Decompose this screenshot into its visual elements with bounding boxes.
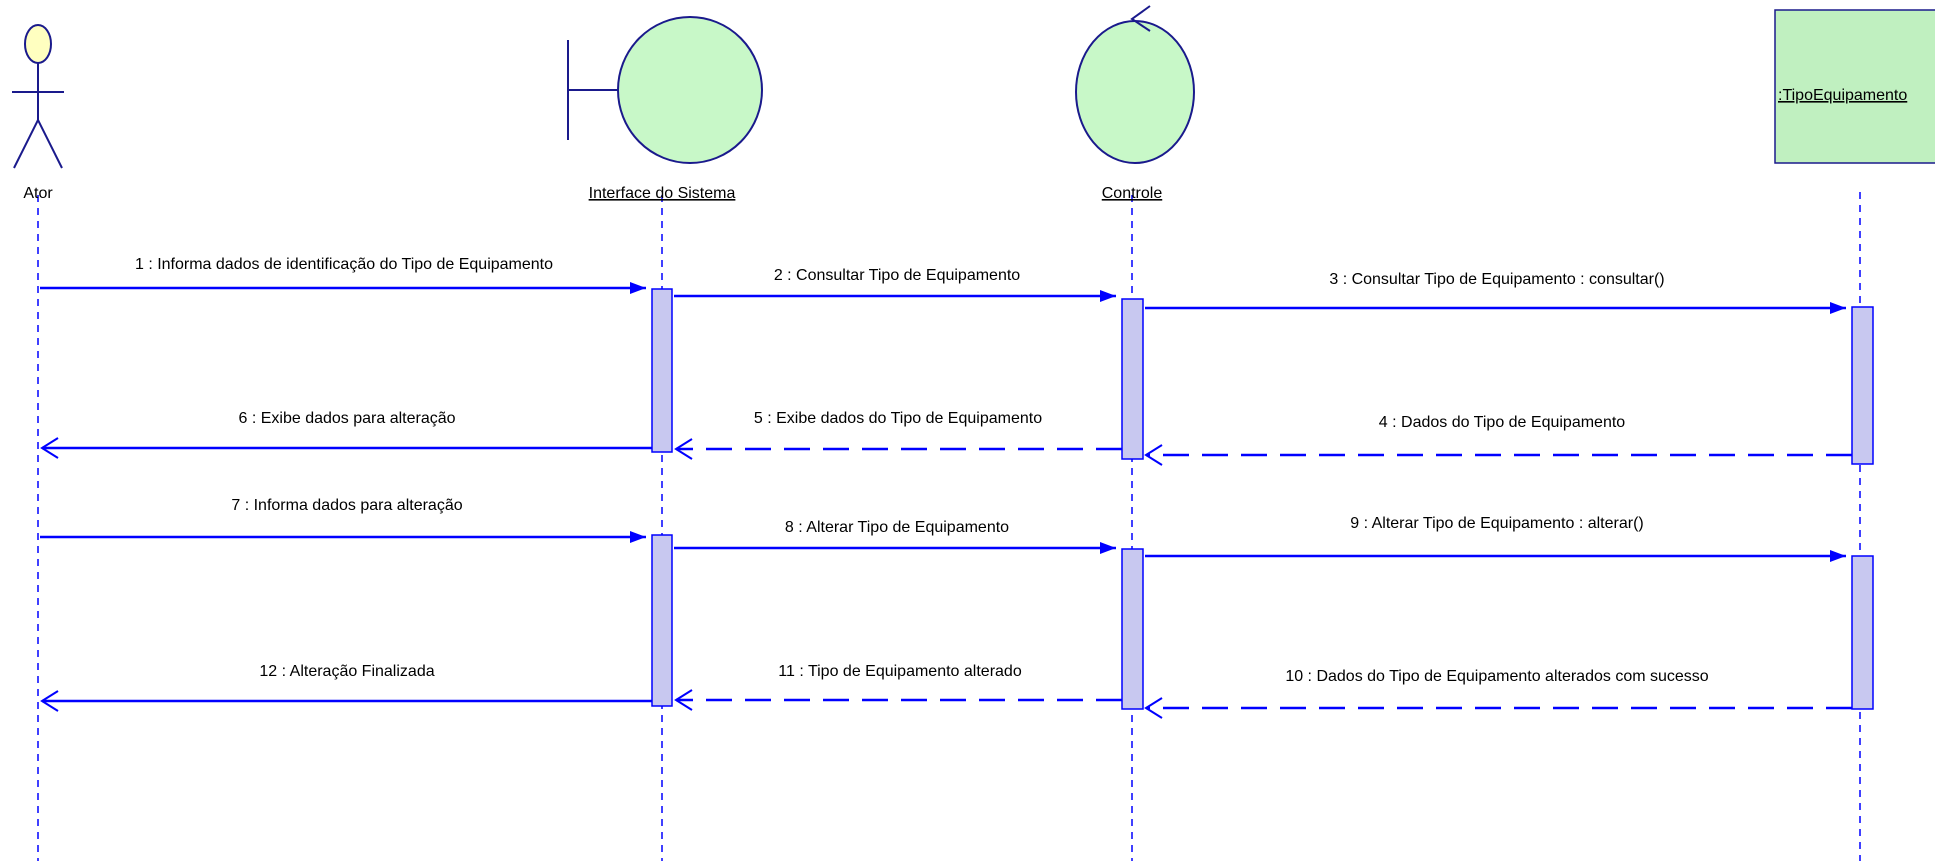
message-1-arrowhead [630, 282, 646, 294]
participant-label-actor: Ator [23, 185, 53, 202]
message-10-label: 10 : Dados do Tipo de Equipamento altera… [1285, 668, 1708, 685]
participant-label-control: Controle [1102, 185, 1163, 202]
actor-left-leg [13, 119, 39, 169]
message-11-arrowhead [674, 689, 693, 711]
message-8-arrowhead [1100, 542, 1116, 554]
control-object [1075, 5, 1195, 164]
activation-interface-1 [651, 288, 673, 453]
message-9-label: 9 : Alterar Tipo de Equipamento : altera… [1350, 515, 1643, 532]
message-12-arrowhead [40, 690, 59, 712]
boundary-object [567, 16, 763, 164]
activation-entity-2 [1851, 555, 1874, 710]
message-4-arrowhead [1144, 444, 1163, 466]
message-3-arrowhead [1830, 302, 1846, 314]
participant-label-interface: Interface do Sistema [589, 185, 736, 202]
message-2-label: 2 : Consultar Tipo de Equipamento [774, 267, 1020, 284]
message-12-label: 12 : Alteração Finalizada [259, 663, 434, 680]
participant-label-entity: :TipoEquipamento [1778, 87, 1907, 104]
message-1-label: 1 : Informa dados de identificação do Ti… [135, 256, 553, 273]
entity-box [1774, 9, 1935, 164]
activation-control-2 [1121, 548, 1144, 710]
actor-right-leg [37, 119, 63, 169]
boundary-circle [617, 16, 763, 164]
activation-entity-1 [1851, 306, 1874, 465]
actor-head [24, 24, 52, 64]
control-arrow [1130, 5, 1151, 32]
message-10-arrowhead [1144, 697, 1163, 719]
message-6-arrowhead [40, 437, 59, 459]
message-6-label: 6 : Exibe dados para alteração [238, 410, 455, 427]
control-circle [1075, 20, 1195, 164]
message-11-label: 11 : Tipo de Equipamento alterado [778, 663, 1022, 680]
message-3-label: 3 : Consultar Tipo de Equipamento : cons… [1329, 271, 1664, 288]
message-2-arrowhead [1100, 290, 1116, 302]
message-7-arrowhead [630, 531, 646, 543]
message-8-label: 8 : Alterar Tipo de Equipamento [785, 519, 1009, 536]
message-5-arrowhead [674, 438, 693, 460]
activation-control-1 [1121, 298, 1144, 460]
message-5-label: 5 : Exibe dados do Tipo de Equipamento [754, 410, 1042, 427]
message-4-label: 4 : Dados do Tipo de Equipamento [1379, 414, 1625, 431]
activation-interface-2 [651, 534, 673, 707]
message-9-arrowhead [1830, 550, 1846, 562]
message-7-label: 7 : Informa dados para alteração [231, 497, 462, 514]
actor-figure [12, 24, 64, 169]
